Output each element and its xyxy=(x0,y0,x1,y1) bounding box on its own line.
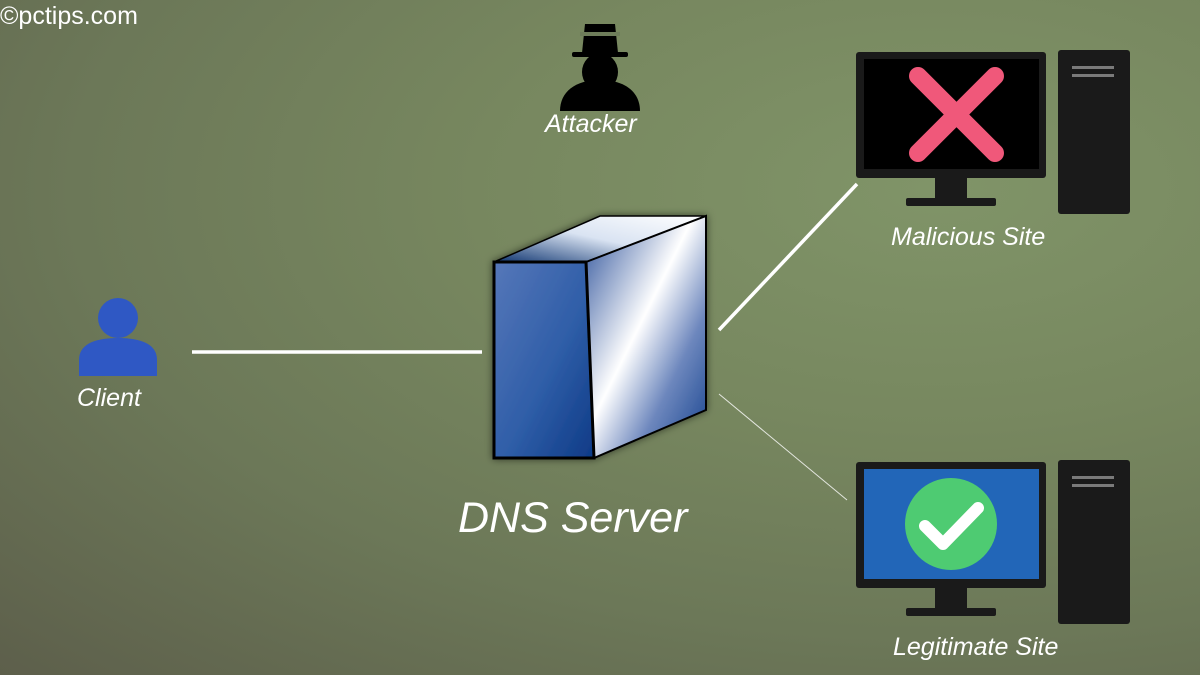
user-icon xyxy=(79,298,157,376)
tower-icon xyxy=(1058,460,1130,624)
computer-cross-icon xyxy=(856,50,1130,214)
dns-server-label: DNS Server xyxy=(458,494,688,542)
cross-icon xyxy=(909,67,1004,162)
tower-icon xyxy=(1058,50,1130,214)
computer-check-icon xyxy=(856,460,1130,624)
dns-legit-link xyxy=(718,393,848,501)
dns-malicious-link xyxy=(717,182,859,332)
client-label: Client xyxy=(77,384,141,412)
check-icon xyxy=(905,478,997,570)
spy-icon xyxy=(560,24,640,111)
legitimate-site-label: Legitimate Site xyxy=(893,633,1059,661)
malicious-site-label: Malicious Site xyxy=(891,223,1046,251)
attacker-label: Attacker xyxy=(545,110,637,138)
watermark: ©pctips.com xyxy=(0,2,138,30)
server-icon xyxy=(492,214,707,460)
